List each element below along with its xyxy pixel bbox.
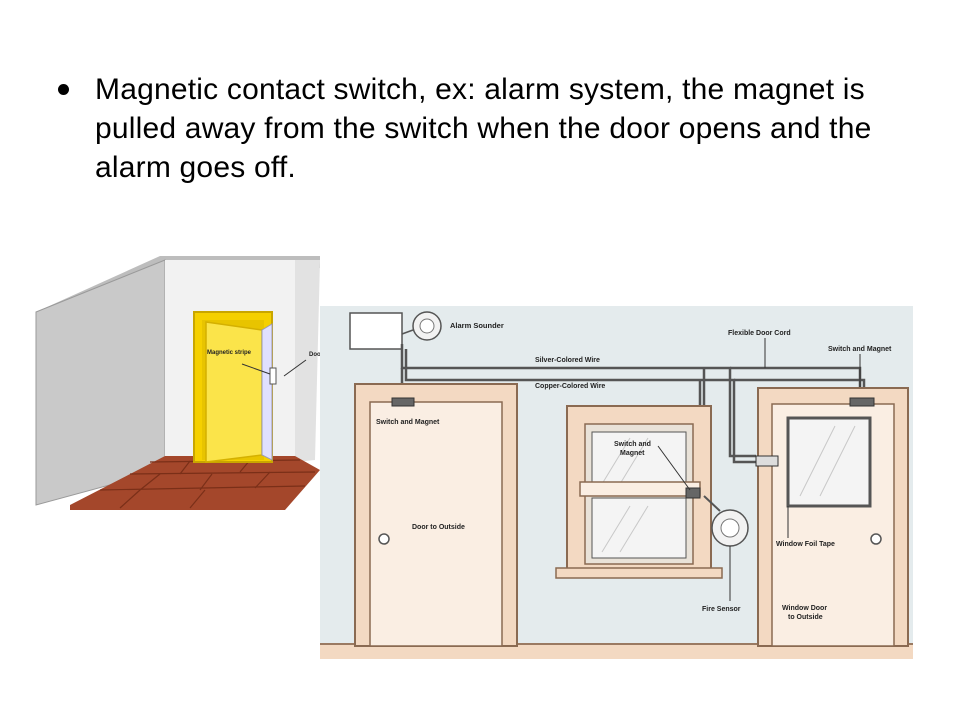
window-foil-tape-label: Window Foil Tape (776, 541, 835, 548)
door-to-outside (354, 383, 518, 647)
window-door-label-1: Window Door (782, 605, 827, 612)
switch-magnet-window-label-1: Switch and (614, 441, 651, 448)
window-door (755, 387, 909, 647)
control-panel (349, 312, 403, 350)
fire-sensor-icon (711, 509, 749, 547)
window-door-label-2: to Outside (788, 614, 823, 621)
alarm-sounder-label: Alarm Sounder (450, 321, 504, 330)
bullet-text: Magnetic contact switch, ex: alarm syste… (95, 73, 872, 184)
switch-magnet-window-label-2: Magnet (620, 450, 645, 457)
copper-wire-label: Copper-Colored Wire (535, 383, 605, 390)
door-to-outside-label: Door to Outside (412, 524, 465, 531)
flexible-door-cord-label: Flexible Door Cord (728, 330, 791, 337)
door-label-cut: Doo (309, 352, 321, 358)
window (555, 405, 723, 579)
switch-magnet-left-label: Switch and Magnet (376, 419, 440, 426)
bullet-item: Magnetic contact switch, ex: alarm syste… (58, 70, 918, 187)
switch-magnet-right-label: Switch and Magnet (828, 346, 892, 353)
magnetic-strip-label: Magnetic stripe (207, 350, 252, 356)
bullet-dot (58, 84, 69, 95)
alarm-system-diagram: Alarm Sounder Silver-Colored Wire Copper… (320, 306, 913, 659)
alarm-sounder-icon (412, 311, 442, 341)
room-door-illustration: Magnetic stripe Doo (30, 250, 330, 510)
fire-sensor-label: Fire Sensor (702, 606, 741, 613)
silver-wire-label: Silver-Colored Wire (535, 357, 600, 364)
